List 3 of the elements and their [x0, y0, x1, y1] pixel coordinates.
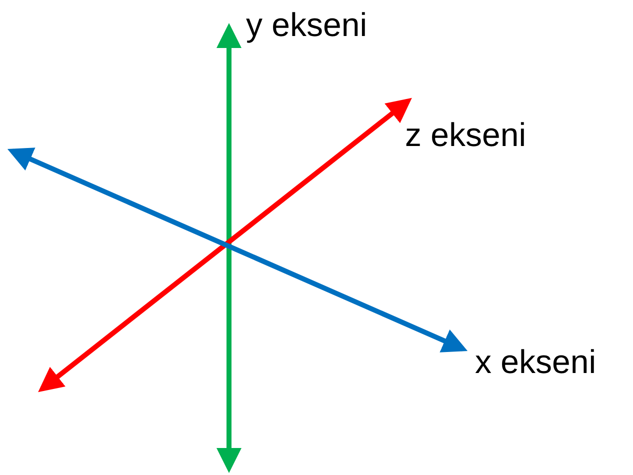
axis-label: z ekseni [405, 118, 526, 151]
axis-label: y ekseni [246, 8, 368, 41]
axis-label: x ekseni [475, 345, 596, 378]
